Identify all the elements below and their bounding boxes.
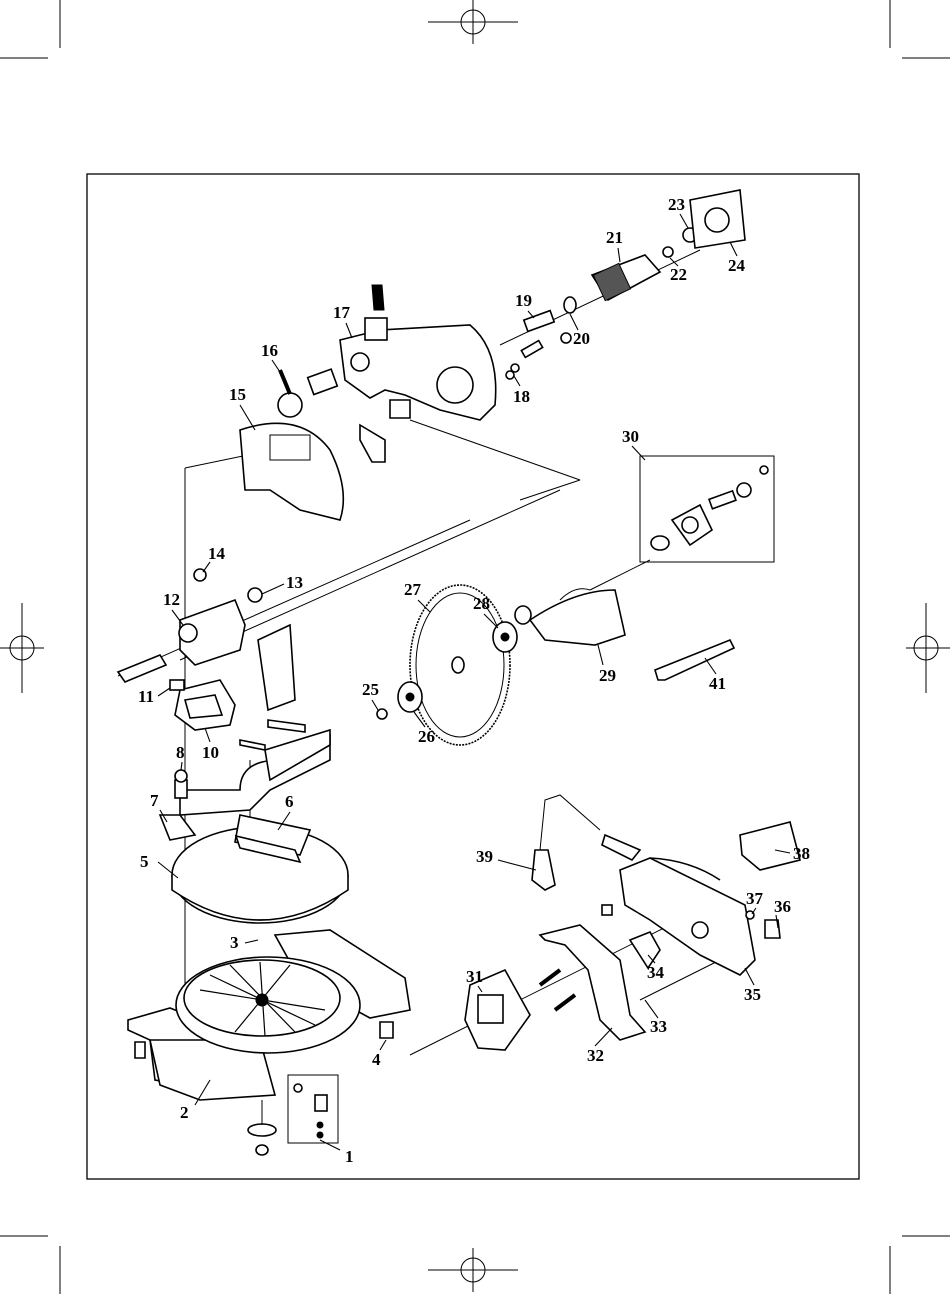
part-label-41: 41 xyxy=(709,674,726,693)
registration-mark-top xyxy=(428,0,518,44)
part-label-36: 36 xyxy=(774,897,791,916)
part-label-20: 20 xyxy=(573,329,590,348)
part-label-39: 39 xyxy=(476,847,493,866)
part-label-32: 32 xyxy=(587,1046,604,1065)
part-label-12: 12 xyxy=(163,590,180,609)
part-label-4: 4 xyxy=(372,1050,381,1069)
part-label-17: 17 xyxy=(333,303,351,322)
part-label-30: 30 xyxy=(622,427,639,446)
part-label-26: 26 xyxy=(418,727,435,746)
part-label-6: 6 xyxy=(285,792,294,811)
part-label-21: 21 xyxy=(606,228,623,247)
bracket-kit xyxy=(288,1075,338,1143)
motor-and-handle xyxy=(465,795,800,1050)
part-label-8: 8 xyxy=(176,743,185,762)
part-label-37: 37 xyxy=(746,889,764,908)
part-label-18: 18 xyxy=(513,387,530,406)
bearing-housing-kit xyxy=(640,456,774,562)
registration-mark-left xyxy=(0,603,44,693)
turntable-assembly xyxy=(160,730,348,923)
motor-upper-parts xyxy=(506,190,745,379)
registration-mark-bottom xyxy=(428,1248,518,1292)
part-label-25: 25 xyxy=(362,680,379,699)
base-assembly xyxy=(128,930,410,1155)
part-label-22: 22 xyxy=(670,265,687,284)
part-label-27: 27 xyxy=(404,580,422,599)
guard-and-arm xyxy=(240,285,496,520)
part-label-15: 15 xyxy=(229,385,246,404)
part-label-16: 16 xyxy=(261,341,278,360)
part-label-1: 1 xyxy=(345,1147,354,1166)
registration-mark-right xyxy=(906,603,950,693)
part-label-19: 19 xyxy=(515,291,532,310)
part-label-3: 3 xyxy=(230,933,239,952)
part-label-28: 28 xyxy=(473,594,490,613)
part-label-2: 2 xyxy=(180,1103,189,1122)
part-label-31: 31 xyxy=(466,967,483,986)
part-label-23: 23 xyxy=(668,195,685,214)
blade-assembly xyxy=(377,585,734,745)
part-label-33: 33 xyxy=(650,1017,667,1036)
part-label-38: 38 xyxy=(793,844,810,863)
part-label-10: 10 xyxy=(202,743,219,762)
part-label-24: 24 xyxy=(728,256,746,275)
part-label-5: 5 xyxy=(140,852,149,871)
part-label-7: 7 xyxy=(150,791,159,810)
part-label-13: 13 xyxy=(286,573,303,592)
part-label-34: 34 xyxy=(647,963,665,982)
part-label-29: 29 xyxy=(599,666,616,685)
part-label-35: 35 xyxy=(744,985,761,1004)
part-label-14: 14 xyxy=(208,544,226,563)
part-label-11: 11 xyxy=(138,687,154,706)
